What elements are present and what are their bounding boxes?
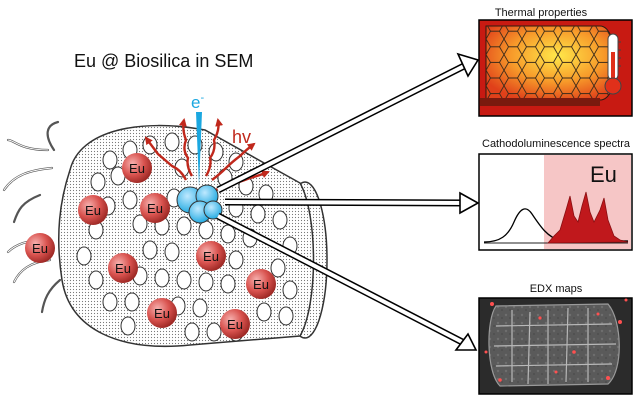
eu-particle: Eu <box>108 253 138 283</box>
emission-arrow-3 <box>204 118 224 177</box>
eu-particle: Eu <box>140 193 170 223</box>
edx-panel: EDX maps <box>478 283 633 395</box>
eu-particle: Eu <box>78 195 108 225</box>
connector-arrows <box>216 52 480 351</box>
svg-text:Eu: Eu <box>147 201 163 216</box>
cl-panel-title: Cathodoluminescence spectra <box>482 138 631 150</box>
cl-broad-band <box>483 208 629 243</box>
thermal-panel-title: Thermal properties <box>495 7 588 19</box>
heat-base-bar <box>480 98 600 106</box>
svg-text:Eu: Eu <box>253 277 269 292</box>
thermal-panel: Thermal properties <box>478 7 633 117</box>
electron-beam: e- <box>191 92 204 186</box>
electron-beam-cone <box>196 112 202 186</box>
emission-arrow-1 <box>144 136 188 181</box>
eu-particle: Eu <box>246 269 276 299</box>
svg-text:Eu: Eu <box>227 317 243 332</box>
eu-particles: Eu Eu Eu Eu Eu Eu Eu Eu Eu <box>25 153 276 339</box>
svg-text:Eu: Eu <box>115 261 131 276</box>
eu-particle: Eu <box>196 241 226 271</box>
svg-text:Eu: Eu <box>129 161 145 176</box>
cl-eu-peaks <box>547 191 629 244</box>
eu-particle: Eu <box>220 309 250 339</box>
svg-text:Eu: Eu <box>85 203 101 218</box>
svg-text:Eu: Eu <box>32 241 48 256</box>
edx-panel-title: EDX maps <box>530 283 583 295</box>
frustule-spines <box>2 120 62 314</box>
svg-text:Eu: Eu <box>203 249 219 264</box>
cl-panel: Cathodoluminescence spectra Eu <box>478 138 633 251</box>
emission-arrow-4 <box>211 142 256 181</box>
eu-particle: Eu <box>122 153 152 183</box>
thermometer-icon <box>604 33 622 95</box>
edx-structure-lines <box>493 307 617 385</box>
cl-eu-label: Eu <box>590 162 617 187</box>
diagram-title: Eu @ Biosilica in SEM <box>74 51 253 71</box>
electron-label: e- <box>191 92 204 112</box>
eu-particle: Eu <box>147 298 177 328</box>
eu-particle: Eu <box>25 233 55 263</box>
emission-label: hv <box>232 127 251 147</box>
beam-focus-spot <box>176 184 223 224</box>
svg-text:Eu: Eu <box>154 306 170 321</box>
edx-eu-spots <box>484 298 628 382</box>
emission-arrow-2 <box>178 118 194 177</box>
